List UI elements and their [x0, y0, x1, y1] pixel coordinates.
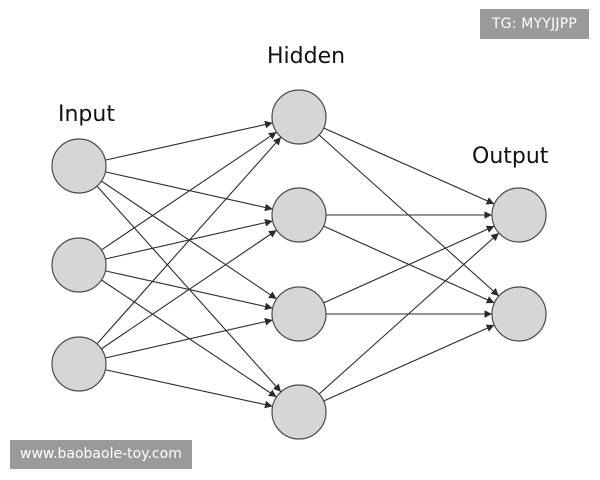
edge-hidden-4-to-output-1 — [318, 232, 500, 395]
edge-input-3-to-hidden-2 — [101, 229, 277, 350]
output-node-2 — [491, 286, 547, 342]
hidden-node-1 — [271, 89, 327, 145]
connections — [96, 120, 500, 409]
edge-hidden-1-to-output-1 — [323, 127, 495, 205]
edge-input-3-to-hidden-4 — [105, 369, 273, 409]
input-node-3 — [51, 336, 107, 392]
hidden-node-4 — [271, 384, 327, 440]
edge-input-1-to-hidden-1 — [105, 120, 273, 161]
edge-input-3-to-hidden-1 — [96, 136, 282, 345]
hidden-node-2 — [271, 187, 327, 243]
neurons — [51, 89, 547, 440]
watermark-site-url: www.baobaole-toy.com — [10, 440, 192, 469]
input-node-1 — [51, 138, 107, 194]
output-node-1 — [491, 187, 547, 243]
input-node-2 — [51, 237, 107, 293]
input-layer-label: Input — [58, 102, 115, 127]
watermark-tag: TG: MYYJJPP — [479, 9, 589, 39]
edge-hidden-4-to-output-2 — [323, 324, 495, 402]
edge-input-3-to-hidden-3 — [105, 317, 273, 359]
hidden-node-3 — [271, 286, 327, 342]
edge-input-2-to-hidden-1 — [101, 131, 277, 251]
hidden-layer-label: Hidden — [267, 44, 345, 69]
output-layer-label: Output — [472, 144, 549, 169]
edge-hidden-3-to-output-1 — [323, 225, 495, 304]
